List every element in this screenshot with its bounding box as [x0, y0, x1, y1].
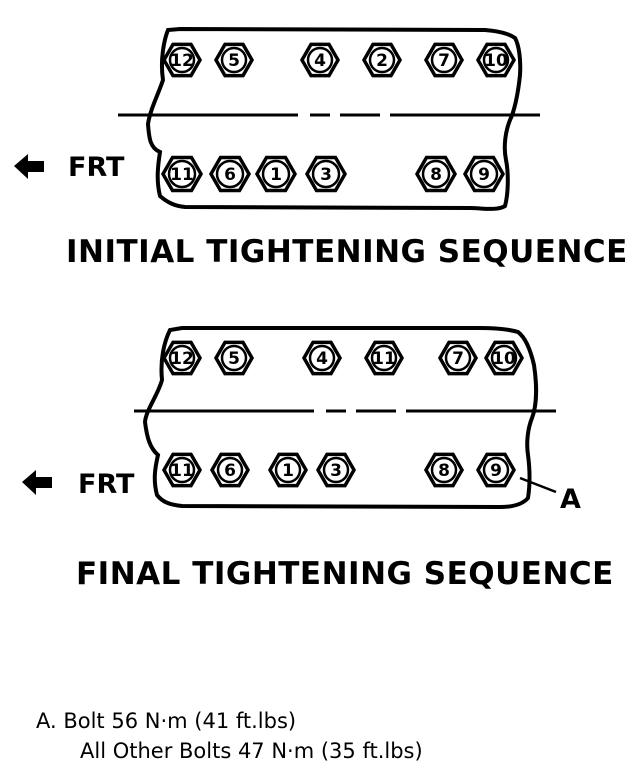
bolt-washer-ring — [482, 456, 510, 484]
bolt-number: 3 — [330, 461, 342, 481]
note-line-bolt-a: A. Bolt 56 N·m (41 ft.lbs) — [36, 709, 297, 733]
bolt-washer-ring — [430, 46, 458, 74]
bolt-7: 7 — [437, 340, 479, 376]
note-line-other-bolts: All Other Bolts 47 N·m (35 ft.lbs) — [80, 739, 423, 763]
bolt-12: 12 — [161, 42, 203, 78]
bolt-washer-ring — [220, 46, 248, 74]
bolt-washer-ring — [168, 344, 196, 372]
front-label: FRT — [78, 469, 135, 500]
bolt-1: 1 — [254, 155, 298, 193]
bolt-6: 6 — [209, 452, 251, 488]
diagram-title: FINAL TIGHTENING SEQUENCE — [76, 556, 614, 592]
bolt-washer-ring — [308, 344, 336, 372]
bolt-number: 6 — [224, 461, 236, 481]
bolt-washer-ring — [430, 456, 458, 484]
bolt-washer-ring — [322, 456, 350, 484]
torque-notes: A. Bolt 56 N·m (41 ft.lbs) All Other Bol… — [36, 706, 423, 766]
front-arrow-icon — [14, 154, 44, 179]
bolt-row-top: 12 5 4 2 7 10 — [161, 42, 517, 78]
cylinder-head-outline — [142, 326, 539, 510]
bolt-4: 4 — [301, 340, 343, 376]
bolt-10: 10 — [483, 340, 525, 376]
bolt-6: 6 — [208, 155, 252, 193]
bolt-washer-ring — [444, 344, 472, 372]
bolt-number: 9 — [490, 461, 502, 481]
bolt-washer-ring — [482, 46, 510, 74]
bolt-5: 5 — [213, 42, 255, 78]
bolt-row-top: 12 5 4 11 7 10 — [161, 340, 525, 376]
bolt-number: 11 — [170, 165, 194, 185]
bolt-number: 3 — [320, 165, 332, 185]
bolt-washer-ring — [168, 46, 196, 74]
bolt-8: 8 — [414, 155, 458, 193]
bolt-washer-ring — [306, 46, 334, 74]
initial-sequence-diagram: 12 5 4 2 7 10 11 6 1 3 8 9 FRT INITIAL TIGHTENING … — [14, 26, 628, 270]
bolt-washer-ring — [368, 46, 396, 74]
bolt-washer-ring — [220, 344, 248, 372]
bolt-number: 7 — [452, 349, 464, 369]
bolt-2: 2 — [361, 42, 403, 78]
bolt-number: 12 — [170, 349, 194, 369]
bolt-number: 5 — [228, 349, 240, 369]
bolt-row-bottom: 11 6 1 3 8 9 — [161, 452, 517, 488]
bolt-11: 11 — [363, 340, 405, 376]
bolt-number: 11 — [372, 349, 396, 369]
bolt-11: 11 — [161, 452, 203, 488]
front-label: FRT — [68, 152, 125, 183]
front-arrow-icon — [22, 470, 52, 495]
bolt-number: 12 — [170, 51, 194, 71]
bolt-5: 5 — [213, 340, 255, 376]
bolt-number: 1 — [282, 461, 294, 481]
bolt-7: 7 — [423, 42, 465, 78]
bolt-number: 10 — [492, 349, 516, 369]
bolt-number: 4 — [314, 51, 326, 71]
callout-label: A — [560, 484, 581, 515]
bolt-number: 6 — [224, 165, 236, 185]
bolt-number: 11 — [170, 461, 194, 481]
bolt-washer-ring — [261, 159, 291, 189]
bolt-number: 8 — [430, 165, 442, 185]
bolt-washer-ring — [421, 159, 451, 189]
bolt-8: 8 — [423, 452, 465, 488]
bolt-washer-ring — [215, 159, 245, 189]
bolt-number: 8 — [438, 461, 450, 481]
bolt-washer-ring — [469, 159, 499, 189]
bolt-3: 3 — [315, 452, 357, 488]
callout-leader-line — [519, 476, 557, 494]
bolt-washer-ring — [168, 456, 196, 484]
bolt-number: 2 — [376, 51, 388, 71]
bolt-washer-ring — [490, 344, 518, 372]
final-sequence-diagram: 12 5 4 11 7 10 11 6 1 3 8 9 FRT A FINAL TIGHTENING… — [22, 326, 614, 592]
cylinder-head-outline — [145, 26, 523, 211]
bolt-washer-ring — [167, 159, 197, 189]
bolt-washer-ring — [370, 344, 398, 372]
diagram-title: INITIAL TIGHTENING SEQUENCE — [66, 234, 628, 270]
bolt-9: 9 — [462, 155, 506, 193]
bolt-10: 10 — [475, 42, 517, 78]
bolt-washer-ring — [311, 159, 341, 189]
bolt-1: 1 — [267, 452, 309, 488]
bolt-row-bottom: 11 6 1 3 8 9 — [160, 155, 506, 193]
bolt-washer-ring — [216, 456, 244, 484]
bolt-number: 1 — [270, 165, 282, 185]
bolt-number: 7 — [438, 51, 450, 71]
bolt-number: 4 — [316, 349, 328, 369]
bolt-washer-ring — [274, 456, 302, 484]
bolt-12: 12 — [161, 340, 203, 376]
bolt-number: 5 — [228, 51, 240, 71]
bolt-11: 11 — [160, 155, 204, 193]
bolt-9: 9 — [475, 452, 517, 488]
bolt-3: 3 — [304, 155, 348, 193]
bolt-number: 9 — [478, 165, 490, 185]
bolt-number: 10 — [484, 51, 508, 71]
bolt-4: 4 — [299, 42, 341, 78]
